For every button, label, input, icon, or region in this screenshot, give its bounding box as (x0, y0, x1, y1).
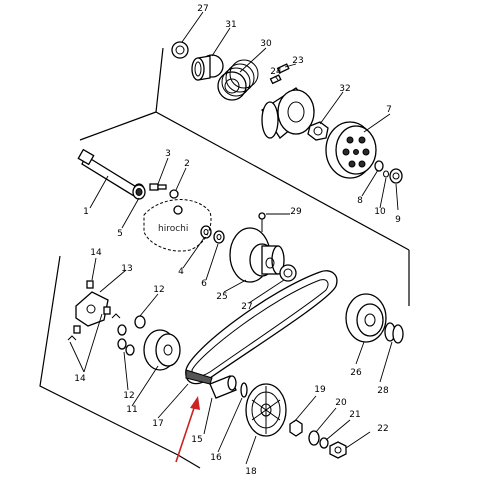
part-28-rings (384, 322, 404, 344)
label-18: 18 (245, 467, 257, 477)
label-12-top: 12 (153, 285, 164, 295)
part-27-washer-top (171, 41, 189, 59)
label-8: 8 (357, 196, 363, 206)
part-14-sliders (67, 280, 121, 341)
part-31-bushing (191, 54, 224, 81)
label-10: 10 (374, 207, 386, 217)
part-6-washer (213, 230, 225, 244)
label-26: 26 (350, 368, 362, 378)
part-11-drive-face (143, 329, 181, 371)
part-16-washer (240, 382, 248, 398)
label-5: 5 (117, 229, 123, 239)
label-13: 13 (121, 264, 132, 274)
red-pointer-arrow (175, 396, 200, 463)
label-15: 15 (191, 435, 202, 445)
label-4: 4 (178, 267, 184, 277)
label-27-lower: 27 (241, 302, 252, 312)
label-23: 23 (292, 56, 303, 66)
label-20: 20 (335, 398, 347, 408)
label-14-lower: 14 (74, 374, 86, 384)
label-11: 11 (126, 405, 137, 415)
leader-lines (69, 11, 399, 465)
part-8-washer (374, 160, 384, 172)
part-22-nut (329, 441, 347, 459)
part-21-washer (319, 437, 329, 449)
part-3-bolt (149, 183, 167, 191)
label-24: 24 (270, 67, 282, 77)
label-9: 9 (395, 215, 401, 225)
label-14-top: 14 (90, 248, 102, 258)
label-19: 19 (314, 385, 326, 395)
watermark-text: hirochi (158, 224, 188, 234)
label-7: 7 (386, 105, 392, 115)
part-13-ramp-plate (75, 291, 109, 327)
part-17-v-belt (185, 270, 338, 385)
part-25-sheave (229, 227, 285, 283)
label-27-top: 27 (197, 4, 208, 14)
label-17: 17 (152, 419, 163, 429)
label-29: 29 (290, 207, 302, 217)
part-20-washer (308, 430, 320, 446)
label-1: 1 (83, 207, 89, 217)
label-30: 30 (260, 39, 272, 49)
part-2-washer (169, 189, 179, 199)
gear-case-outline (143, 199, 212, 252)
part-labels: 27 31 30 23 24 32 7 3 2 1 5 29 4 6 25 27… (74, 4, 401, 477)
part-27-washer-lower (279, 264, 297, 282)
label-3: 3 (165, 149, 171, 159)
part-23-clutch-assembly (261, 87, 315, 139)
label-22: 22 (377, 424, 388, 434)
part-18-fan-pulley (245, 383, 287, 437)
part-30-spring (217, 59, 259, 101)
part-26-driven-pulley (345, 293, 387, 343)
label-16: 16 (210, 453, 222, 463)
label-31: 31 (225, 20, 236, 30)
part-15-collar (209, 375, 237, 399)
label-21: 21 (349, 410, 360, 420)
part-29-screw (258, 212, 266, 232)
part-7-clutch-housing (325, 121, 377, 179)
label-32: 32 (339, 84, 350, 94)
part-32-nut (307, 121, 329, 141)
part-4-washer (200, 225, 212, 239)
label-28: 28 (377, 386, 389, 396)
label-25: 25 (216, 292, 227, 302)
part-12-rollers (117, 315, 146, 356)
assembly-frame (39, 47, 410, 469)
part-10-clip (383, 170, 389, 178)
label-6: 6 (201, 279, 207, 289)
label-2: 2 (184, 159, 190, 169)
part-5-bearing (132, 184, 146, 200)
part-19-gear (289, 419, 303, 437)
label-12-lower: 12 (123, 391, 134, 401)
part-9-nut (389, 168, 403, 184)
